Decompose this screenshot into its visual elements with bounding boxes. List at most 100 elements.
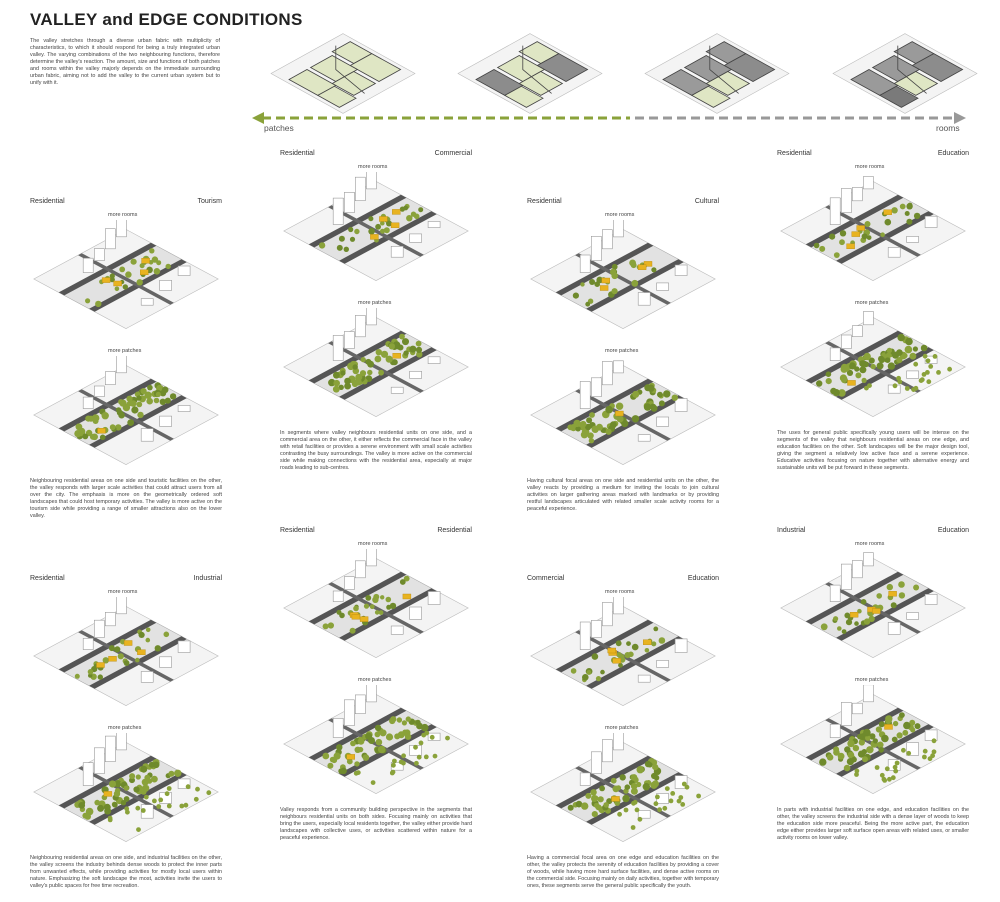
building [427, 356, 441, 364]
building [852, 560, 863, 579]
tree [642, 783, 650, 791]
tree [85, 298, 91, 304]
tree [140, 789, 147, 795]
tree [353, 605, 359, 612]
tree [126, 395, 133, 402]
activity-room [846, 243, 855, 250]
building [409, 370, 422, 379]
intro-paragraph: The valley stretches through a diverse u… [30, 38, 220, 86]
tree [118, 411, 125, 419]
tree [152, 761, 160, 769]
activity-room [847, 380, 856, 386]
tree [140, 765, 148, 773]
tree [397, 731, 405, 739]
tree [166, 786, 172, 791]
tree [206, 790, 212, 796]
tree [890, 602, 897, 609]
tree [634, 807, 640, 813]
more-patches-label: more patches [605, 348, 639, 354]
tree [678, 795, 684, 800]
activity-room [392, 209, 401, 215]
more-rooms-label: more rooms [108, 212, 138, 218]
tree [897, 333, 905, 342]
cross-road [328, 582, 424, 634]
tree [855, 372, 862, 379]
tree [840, 365, 848, 373]
tree [880, 232, 885, 237]
tree [114, 286, 120, 292]
building [82, 396, 94, 409]
building [105, 228, 116, 250]
tree [595, 804, 602, 811]
tree [108, 645, 115, 652]
patches-diagram [780, 311, 966, 417]
tree [586, 670, 592, 675]
activity-room [611, 796, 620, 802]
tree [878, 721, 885, 728]
building [637, 434, 651, 442]
tree [322, 623, 329, 630]
activity-room [137, 649, 146, 655]
tree [360, 357, 366, 363]
tree [339, 612, 345, 619]
tree [349, 236, 356, 242]
tree [896, 375, 901, 381]
tree [398, 759, 404, 765]
building [105, 735, 116, 763]
tree [833, 616, 839, 622]
tree [676, 798, 682, 804]
tree [894, 760, 900, 766]
tree [410, 211, 417, 217]
tree [901, 747, 906, 753]
tree [922, 754, 927, 760]
edge-left-label: Residential [30, 575, 65, 582]
tree [127, 419, 135, 426]
tree [903, 721, 911, 730]
patch-cell [518, 71, 564, 96]
tree [405, 716, 411, 722]
tree [322, 752, 330, 760]
building [94, 619, 105, 638]
edge-left-label: Residential [30, 198, 65, 205]
rooms-diagram [283, 172, 469, 281]
tree [346, 758, 353, 765]
building [841, 334, 852, 349]
tree [861, 377, 867, 383]
tree [363, 603, 370, 609]
tree [348, 226, 354, 233]
tree [874, 765, 880, 770]
tree [947, 366, 952, 372]
tree [389, 717, 396, 725]
building [602, 361, 613, 386]
tree [913, 361, 919, 367]
tree [368, 216, 374, 222]
building [116, 597, 127, 615]
patches-diagram [530, 360, 716, 465]
building [355, 694, 366, 714]
building [674, 398, 688, 412]
tree [833, 252, 840, 258]
tree [367, 369, 373, 376]
tree [89, 433, 97, 440]
tree [819, 758, 827, 766]
tree [629, 259, 636, 267]
tree [344, 382, 351, 390]
tree [372, 596, 379, 603]
tree [131, 406, 139, 414]
patch-cell [893, 71, 939, 96]
tree [630, 774, 638, 781]
tree [913, 584, 920, 591]
tree [164, 791, 170, 797]
tree [907, 202, 913, 208]
tree [135, 657, 140, 663]
tree [109, 424, 116, 431]
tree [632, 799, 638, 805]
tree [647, 762, 653, 768]
activity-room [141, 258, 150, 264]
tree [414, 760, 419, 766]
tree [365, 732, 373, 740]
building [852, 325, 863, 338]
edge-right-label: Residential [437, 527, 472, 534]
